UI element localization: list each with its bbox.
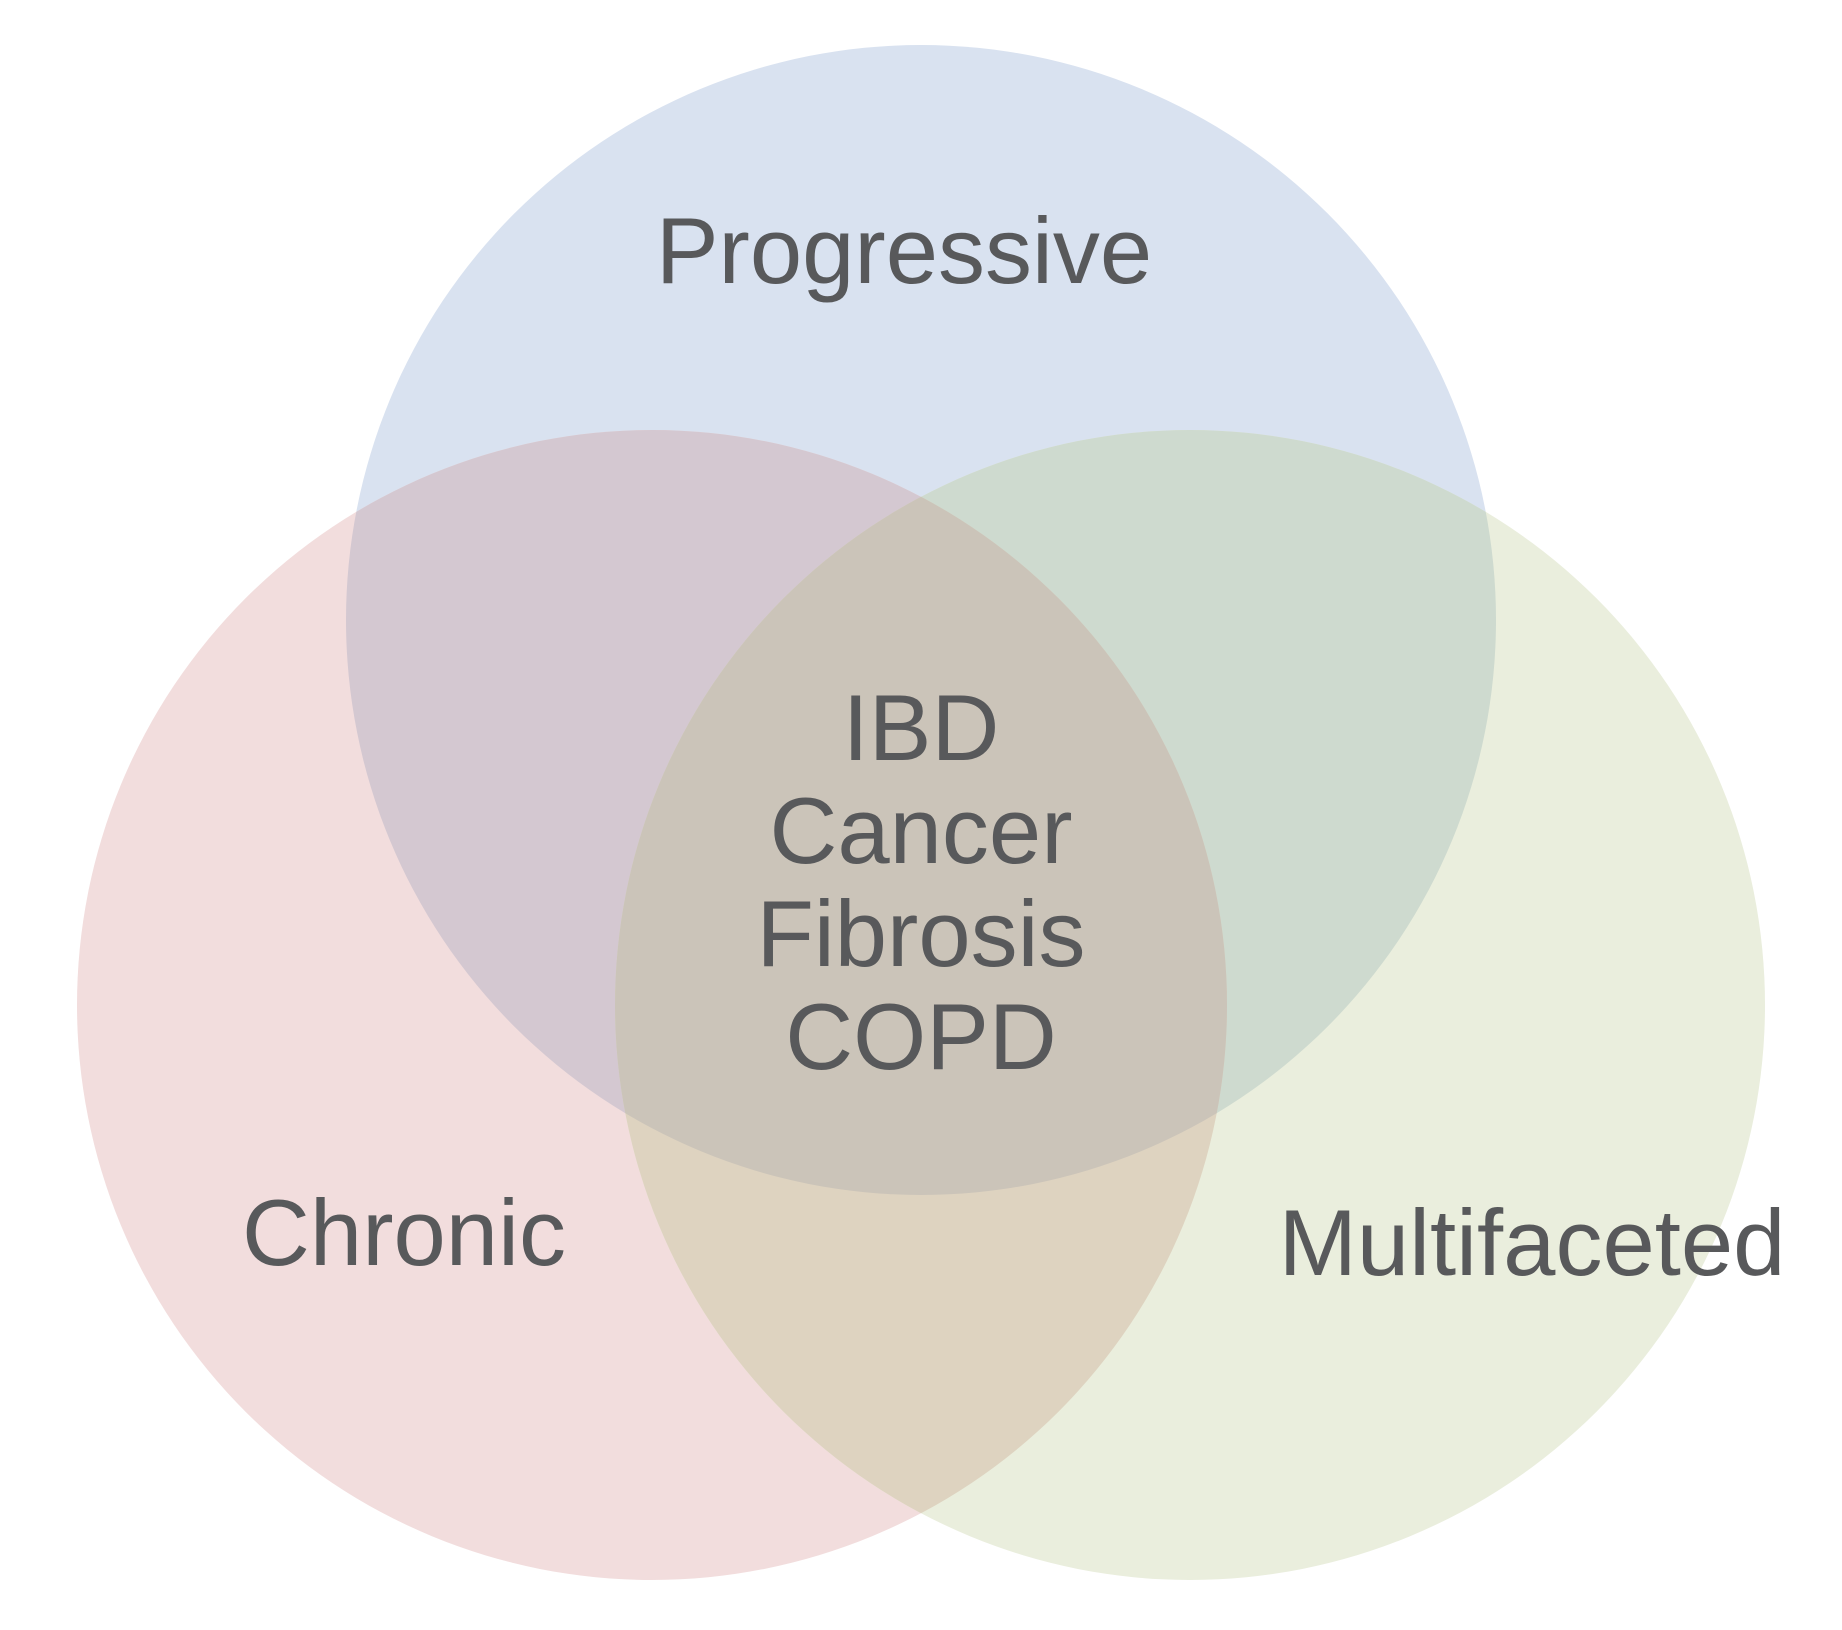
label-chronic: Chronic bbox=[242, 1180, 566, 1285]
center-item-fibrosis: Fibrosis bbox=[756, 881, 1085, 986]
label-progressive: Progressive bbox=[656, 198, 1152, 303]
center-item-copd: COPD bbox=[785, 984, 1057, 1089]
label-multifaceted: Multifaceted bbox=[1279, 1190, 1786, 1295]
center-item-cancer: Cancer bbox=[769, 778, 1072, 883]
center-item-ibd: IBD bbox=[843, 675, 1000, 780]
overlap-all bbox=[615, 430, 1227, 1195]
